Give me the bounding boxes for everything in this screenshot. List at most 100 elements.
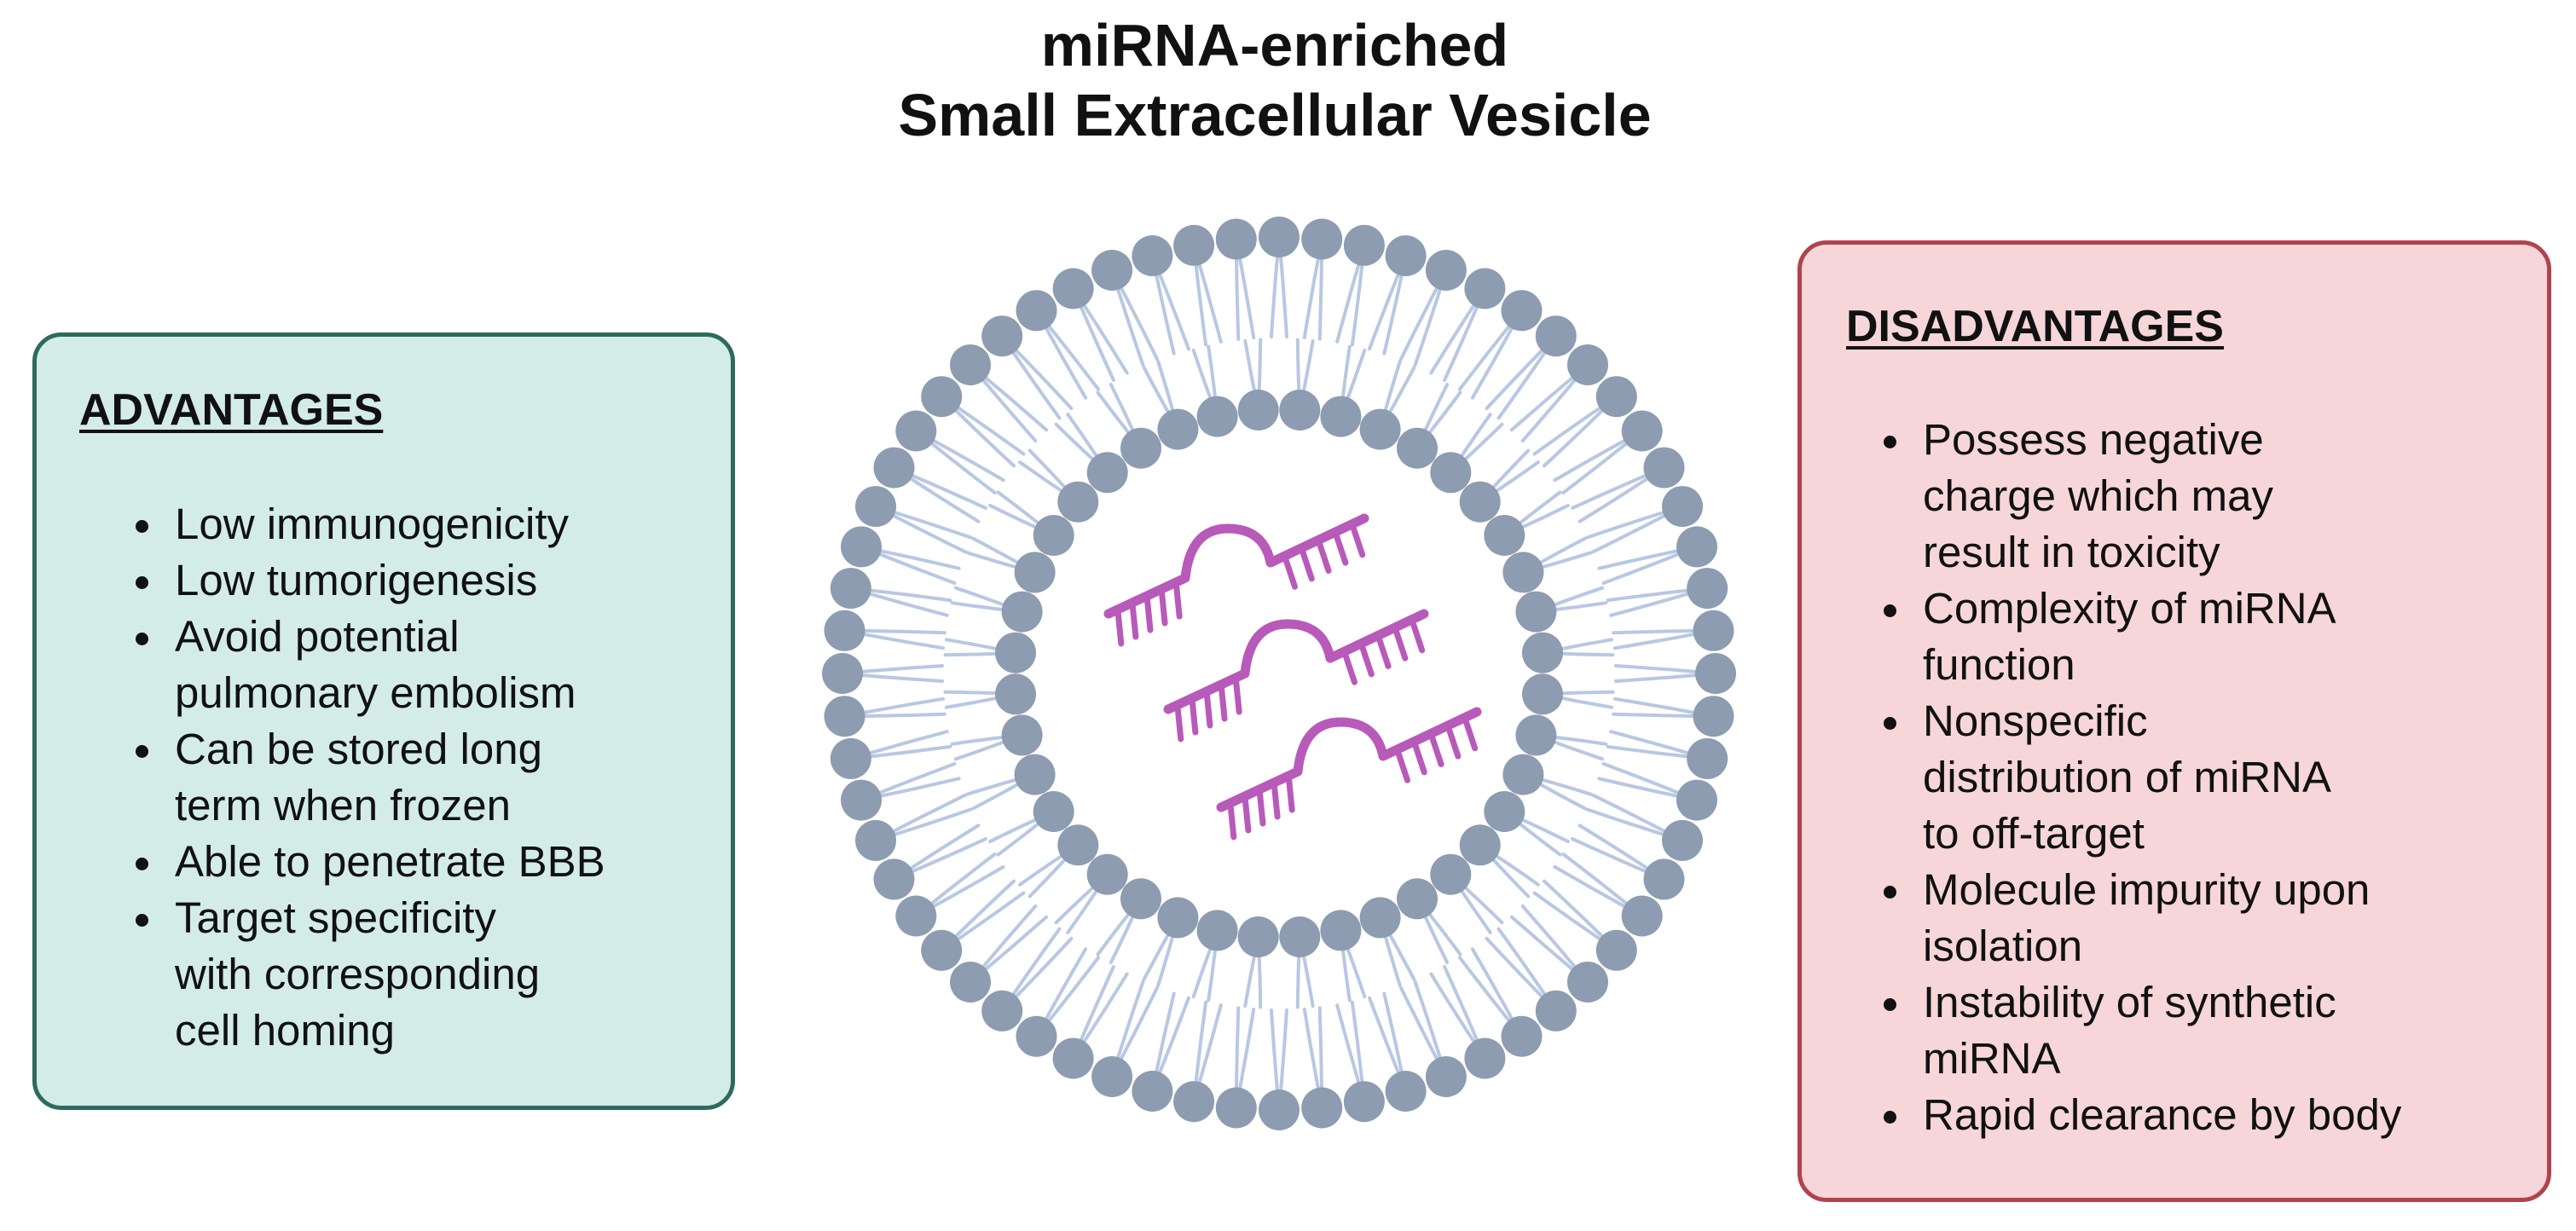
outer-headgroup [1052, 1037, 1094, 1079]
mirna-base [1282, 552, 1298, 590]
inner-headgroup [1515, 591, 1557, 633]
mirna-base [1332, 529, 1349, 566]
inner-headgroup [1397, 878, 1438, 920]
outer-headgroup [950, 344, 991, 385]
inner-headgroup [1014, 754, 1056, 795]
outer-headgroup [1693, 696, 1734, 737]
inner-headgroup [1001, 714, 1043, 756]
outer-headgroup [1535, 990, 1577, 1032]
mirna-base [1129, 599, 1139, 640]
outer-headgroup [830, 568, 871, 610]
advantages-list: Low immunogenicity Low tumorigenesis Avo… [122, 496, 719, 1059]
inner-headgroup [1033, 791, 1074, 832]
outer-headgroup [1567, 344, 1608, 385]
mirna-base [1174, 702, 1184, 743]
inner-headgroup [1279, 390, 1321, 431]
outer-headgroup [1259, 1089, 1300, 1130]
outer-headgroup [1501, 290, 1543, 332]
mirna-base [1218, 681, 1228, 722]
outer-headgroup [895, 410, 937, 452]
inner-headgroup [1001, 591, 1043, 633]
advantage-item: Avoid potential pulmonary embolism [122, 609, 719, 721]
mirna-base [1462, 714, 1479, 752]
inner-headgroup [1430, 853, 1472, 895]
outer-headgroup [1132, 235, 1173, 276]
advantage-item: Target specificity with corresponding ce… [122, 890, 719, 1059]
disadvantages-panel: DISADVANTAGES Possess negative charge wh… [1797, 240, 2551, 1202]
outer-headgroup [1464, 1037, 1506, 1079]
mirna-backbone [1103, 513, 1369, 619]
inner-headgroup [995, 673, 1036, 715]
outer-headgroup [1535, 315, 1577, 357]
mirna-base [1203, 688, 1213, 729]
inner-headgroup [1157, 897, 1199, 939]
inner-headgroup [1320, 396, 1362, 437]
outer-headgroup [1301, 218, 1343, 260]
mirna-base [1375, 632, 1392, 669]
outer-headgroup [1621, 410, 1663, 452]
outer-headgroup [1595, 929, 1637, 971]
mirna-base [1394, 746, 1410, 783]
inner-headgroup [1196, 396, 1238, 437]
title-line-2: Small Extracellular Vesicle [898, 82, 1652, 148]
mirna-base [1143, 592, 1154, 633]
vesicle-illustration [822, 217, 1736, 1130]
inner-headgroup [1014, 552, 1056, 593]
mirna-base [1256, 786, 1266, 827]
inner-headgroup [1502, 552, 1544, 593]
mirna-base [1357, 640, 1375, 678]
outer-headgroup [873, 447, 915, 488]
outer-headgroup [981, 315, 1023, 357]
mirna-base [1392, 624, 1409, 662]
inner-headgroup [1522, 632, 1563, 673]
outer-headgroup [1259, 217, 1300, 257]
inner-headgroup [1515, 714, 1557, 756]
mirna-strand [1163, 609, 1429, 743]
outer-headgroup [921, 929, 963, 971]
inner-headgroup [1157, 408, 1199, 450]
inner-headgroup [1459, 824, 1501, 866]
mirna-base [1172, 579, 1183, 620]
outer-headgroup [824, 610, 865, 651]
inner-headgroup [1086, 452, 1128, 494]
outer-headgroup [921, 376, 963, 418]
advantages-panel: ADVANTAGES Low immunogenicity Low tumori… [32, 332, 735, 1110]
inner-headgroup [1196, 910, 1238, 951]
mirna-base [1410, 738, 1427, 776]
outer-headgroup [841, 526, 882, 568]
inner-headgroup [1057, 481, 1099, 523]
disadvantage-item: Molecule impurity upon isolation [1870, 862, 2535, 974]
inner-headgroup [1320, 910, 1362, 951]
outer-headgroup [1343, 224, 1385, 266]
outer-headgroup [1676, 526, 1717, 568]
disadvantage-item: Instability of synthetic miRNA [1870, 974, 2535, 1087]
outer-headgroup [1385, 1071, 1427, 1112]
outer-headgroup [1643, 447, 1685, 488]
outer-headgroup [1052, 268, 1094, 309]
outer-headgroup [873, 858, 915, 900]
inner-headgroup [1397, 427, 1438, 469]
mirna-base [1427, 730, 1444, 767]
inner-headgroup [995, 632, 1036, 673]
outer-headgroup [855, 486, 896, 528]
mirna-base [1444, 722, 1462, 760]
mirna-base [1271, 779, 1281, 820]
advantage-item: Able to penetrate BBB [122, 834, 719, 890]
mirna-base [1315, 536, 1332, 574]
inner-headgroup [1522, 673, 1563, 715]
inner-headgroup [1459, 481, 1501, 523]
advantage-item: Low immunogenicity [122, 496, 719, 552]
inner-headgroup [1120, 878, 1161, 920]
outer-headgroup [1687, 568, 1728, 610]
inner-headgroup [1484, 515, 1525, 556]
mirna-base [1409, 616, 1426, 654]
outer-headgroup [1091, 1056, 1133, 1097]
outer-headgroup [1693, 610, 1734, 651]
mirna-base [1298, 545, 1315, 582]
inner-headgroup [1430, 452, 1472, 494]
mirna-base [1114, 606, 1125, 647]
inner-headgroup [1502, 754, 1544, 795]
outer-headgroup [824, 696, 865, 737]
inner-headgroup [1033, 515, 1074, 556]
outer-headgroup [1595, 376, 1637, 418]
